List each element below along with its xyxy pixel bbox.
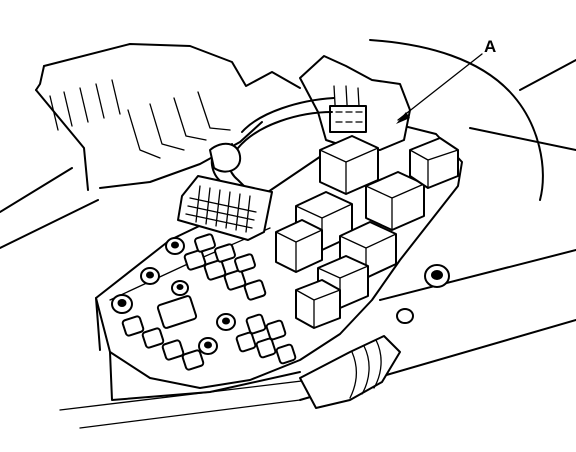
callout-label: A — [484, 37, 496, 56]
fuse-rows — [121, 233, 297, 371]
relay — [365, 171, 425, 231]
bolt — [165, 237, 185, 255]
relay — [275, 219, 323, 273]
relay-array — [275, 135, 459, 329]
fuse-row-upper — [183, 233, 267, 301]
bolt — [198, 337, 218, 355]
wire-harness — [209, 97, 335, 197]
bolt — [171, 280, 189, 296]
bolt — [140, 267, 160, 285]
mounting-hole — [396, 308, 414, 324]
bolt — [111, 294, 133, 314]
housing-panel — [0, 43, 301, 249]
relay — [409, 137, 459, 189]
fuse-row-lower — [121, 295, 297, 371]
bolt — [424, 264, 450, 288]
leader-line — [397, 53, 483, 121]
leader-arrowhead — [396, 112, 410, 124]
callout-a: A — [396, 37, 496, 124]
bolt — [216, 313, 236, 331]
connector-housing — [299, 55, 411, 151]
relay — [295, 279, 341, 329]
terminal-bolts — [111, 237, 450, 355]
harness-connector — [177, 175, 273, 241]
cable-boot — [299, 335, 401, 409]
